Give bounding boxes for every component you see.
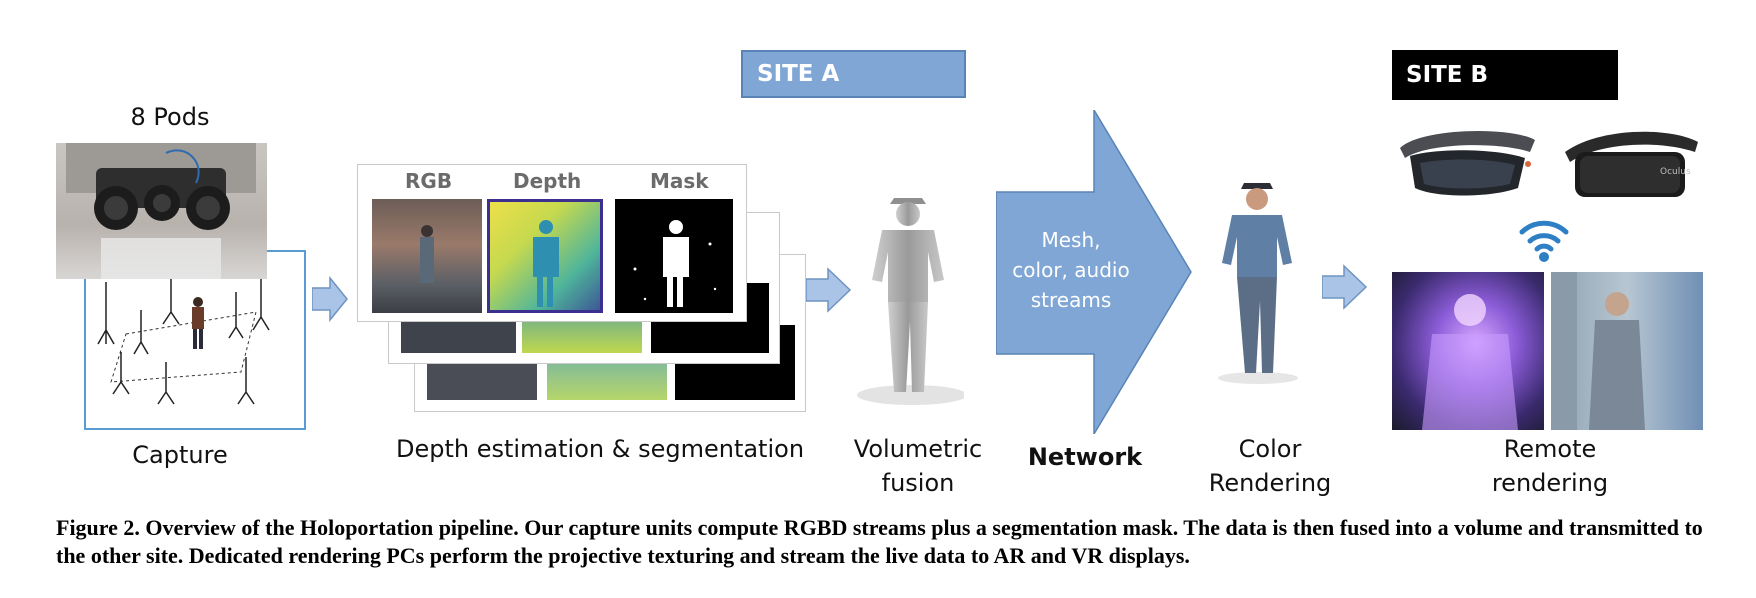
pipeline-arrow-icon xyxy=(1322,264,1368,310)
remote-label-line1: Remote xyxy=(1503,435,1597,463)
wifi-icon xyxy=(1519,220,1569,262)
site-b-label: SITE B xyxy=(1392,50,1618,100)
frame-card-front: RGB Depth Mask xyxy=(357,164,747,322)
oculus-logo: Oculus xyxy=(1660,167,1691,177)
network-label: Network xyxy=(1027,443,1143,471)
mask-header: Mask xyxy=(650,169,709,193)
volumetric-label-line1: Volumetric xyxy=(853,435,983,463)
network-arrow-icon xyxy=(996,110,1192,434)
tripod-rig-illustration xyxy=(97,270,270,405)
depth-thumbnail xyxy=(487,199,603,313)
color-rendered-person-figure xyxy=(1218,183,1298,384)
ar-headset-icon xyxy=(1400,130,1535,196)
rgb-header: RGB xyxy=(405,169,453,193)
figure-caption: Figure 2. Overview of the Holoportation … xyxy=(56,515,1703,568)
vr-headset-icon: Oculus xyxy=(1565,131,1698,197)
volumetric-mesh-figure xyxy=(857,198,964,405)
network-arrow-line2: color, audio xyxy=(1012,258,1130,282)
capture-label: Capture xyxy=(132,441,228,469)
rgb-thumbnail xyxy=(372,199,482,313)
network-arrow-line3: streams xyxy=(1030,288,1112,312)
color-label-line1: Color xyxy=(1238,435,1302,463)
color-label-line2: Rendering xyxy=(1208,469,1332,497)
capture-layout-box xyxy=(84,250,306,430)
pod-camera-photo xyxy=(56,143,267,279)
depth-stage-label: Depth estimation & segmentation xyxy=(395,435,805,463)
pipeline-arrow-icon xyxy=(312,276,348,322)
network-arrow-line1: Mesh, xyxy=(1041,228,1101,252)
volumetric-label-line2: fusion xyxy=(881,469,955,497)
vr-remote-rendering-photo xyxy=(1551,272,1703,430)
depth-header: Depth xyxy=(513,169,582,193)
ar-remote-rendering-photo xyxy=(1392,272,1544,430)
remote-label-line2: rendering xyxy=(1491,469,1609,497)
pipeline-arrow-icon xyxy=(806,267,852,313)
site-a-label: SITE A xyxy=(741,50,966,98)
pods-label: 8 Pods xyxy=(130,103,210,131)
mask-thumbnail xyxy=(615,199,733,313)
